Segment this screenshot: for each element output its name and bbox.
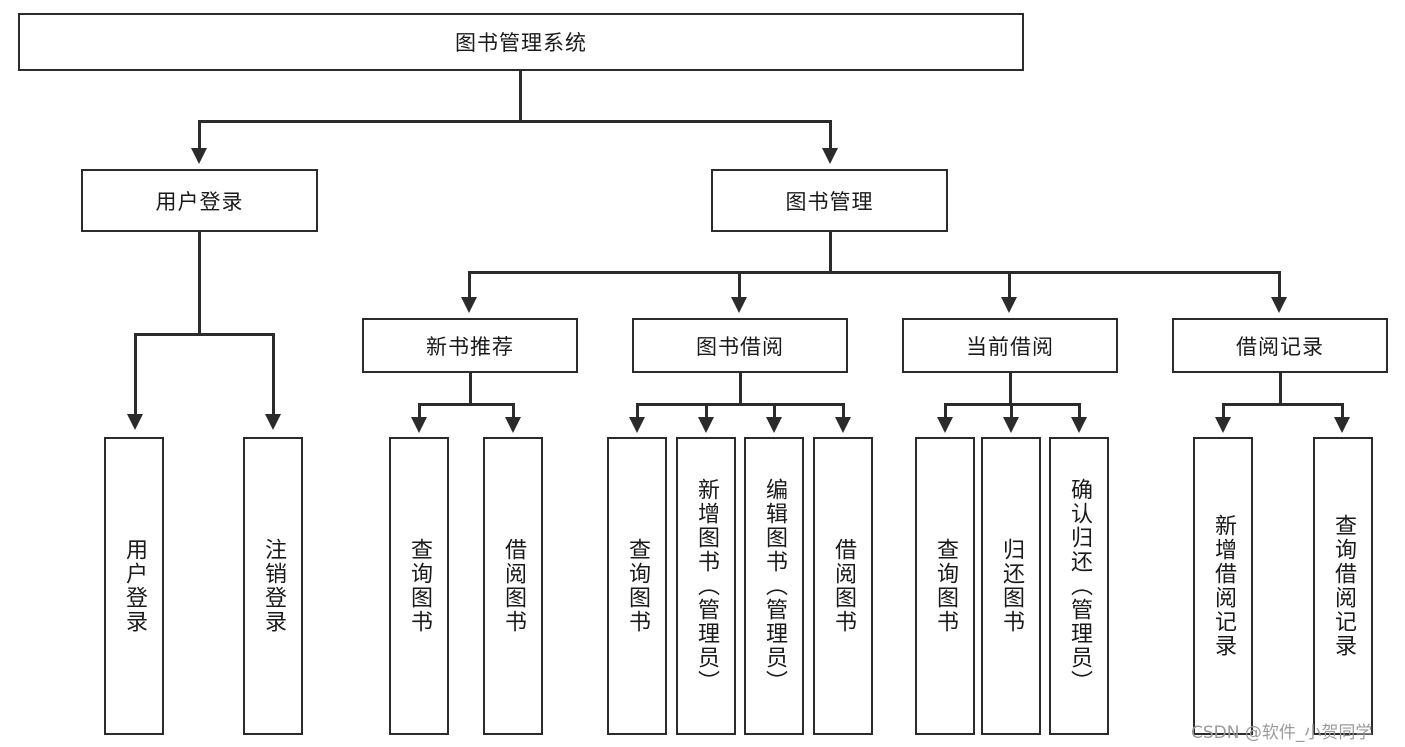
connector-to-borrow-record bbox=[1278, 271, 1281, 299]
node-label: 注销登录 bbox=[261, 538, 286, 634]
arrow-current-borrow-leaf-3 bbox=[1071, 417, 1087, 433]
node-current-borrow[interactable]: 当前借阅 bbox=[902, 318, 1118, 373]
connector-user-login-bar bbox=[134, 333, 274, 336]
connector-to-new-book bbox=[468, 271, 471, 299]
connector-borrow-record-stem bbox=[1279, 373, 1282, 405]
node-label: 查询图书 bbox=[933, 538, 958, 634]
connector-root-stem bbox=[519, 71, 522, 121]
arrow-to-leaf-logout bbox=[265, 414, 281, 430]
node-label: 用户登录 bbox=[122, 538, 147, 634]
arrow-to-borrow-record bbox=[1271, 297, 1287, 313]
connector-user-login-stem bbox=[198, 232, 201, 335]
arrow-new-book-leaf-2 bbox=[505, 417, 521, 433]
arrow-book-borrow-leaf-2 bbox=[698, 417, 714, 433]
connector-borrow-record-drop-1 bbox=[1222, 403, 1225, 418]
arrow-to-current-borrow bbox=[1001, 297, 1017, 313]
connector-root-bar bbox=[198, 120, 831, 123]
arrow-to-user-login bbox=[191, 148, 207, 164]
node-label: 图书借阅 bbox=[696, 334, 784, 359]
node-borrow-record[interactable]: 借阅记录 bbox=[1172, 318, 1388, 373]
arrow-current-borrow-leaf-1 bbox=[937, 417, 953, 433]
connector-root-to-user-login bbox=[198, 120, 201, 150]
node-label: 确认归还（管理员） bbox=[1067, 478, 1092, 694]
leaf-borrow-record-add-record[interactable]: 新增借阅记录 bbox=[1193, 437, 1253, 735]
connector-current-borrow-drop-2 bbox=[1010, 403, 1013, 418]
arrow-borrow-record-leaf-2 bbox=[1334, 417, 1350, 433]
node-label: 图书管理系统 bbox=[455, 31, 587, 55]
connector-new-book-bar bbox=[418, 403, 513, 406]
leaf-logout[interactable]: 注销登录 bbox=[243, 437, 303, 735]
node-label: 用户登录 bbox=[155, 189, 244, 214]
csdn-watermark: CSDN @软件_小贺同学 bbox=[1191, 723, 1373, 743]
connector-book-borrow-drop-3 bbox=[773, 403, 776, 418]
node-label: 借阅图书 bbox=[501, 538, 526, 634]
node-label: 图书管理 bbox=[785, 189, 874, 214]
node-book-management[interactable]: 图书管理 bbox=[711, 169, 948, 232]
node-label: 归还图书 bbox=[999, 538, 1024, 634]
connector-book-borrow-drop-2 bbox=[705, 403, 708, 418]
leaf-book-borrow-add-book[interactable]: 新增图书（管理员） bbox=[676, 437, 736, 735]
connector-new-book-drop-2 bbox=[512, 403, 515, 418]
arrow-to-book-borrow bbox=[731, 297, 747, 313]
arrow-book-borrow-leaf-1 bbox=[629, 417, 645, 433]
node-label: 新书推荐 bbox=[426, 334, 514, 359]
arrow-current-borrow-leaf-2 bbox=[1003, 417, 1019, 433]
node-label: 查询图书 bbox=[407, 538, 432, 634]
arrow-borrow-record-leaf-1 bbox=[1215, 417, 1231, 433]
connector-current-borrow-drop-1 bbox=[944, 403, 947, 418]
node-user-login[interactable]: 用户登录 bbox=[81, 169, 318, 232]
connector-book-manage-stem bbox=[829, 232, 832, 273]
arrow-to-book-manage bbox=[822, 148, 838, 164]
node-root-system[interactable]: 图书管理系统 bbox=[18, 13, 1024, 71]
leaf-book-borrow-borrow-book[interactable]: 借阅图书 bbox=[813, 437, 873, 735]
leaf-current-borrow-confirm-return[interactable]: 确认归还（管理员） bbox=[1049, 437, 1109, 735]
leaf-current-borrow-query-book[interactable]: 查询图书 bbox=[915, 437, 975, 735]
arrow-new-book-leaf-1 bbox=[411, 417, 427, 433]
connector-borrow-record-drop-2 bbox=[1341, 403, 1344, 418]
arrow-to-new-book bbox=[461, 297, 477, 313]
connector-book-manage-bar bbox=[468, 271, 1280, 274]
leaf-new-book-query-book[interactable]: 查询图书 bbox=[389, 437, 449, 735]
node-label: 借阅记录 bbox=[1236, 334, 1324, 359]
connector-current-borrow-drop-3 bbox=[1078, 403, 1081, 418]
connector-user-login-drop-2 bbox=[272, 333, 275, 416]
leaf-new-book-borrow-book[interactable]: 借阅图书 bbox=[483, 437, 543, 735]
leaf-user-login[interactable]: 用户登录 bbox=[104, 437, 164, 735]
leaf-book-borrow-query-book[interactable]: 查询图书 bbox=[607, 437, 667, 735]
arrow-to-leaf-user-login bbox=[127, 414, 143, 430]
leaf-current-borrow-return-book[interactable]: 归还图书 bbox=[981, 437, 1041, 735]
connector-root-to-book-manage bbox=[829, 120, 832, 150]
leaf-borrow-record-query-record[interactable]: 查询借阅记录 bbox=[1313, 437, 1373, 735]
connector-current-borrow-stem bbox=[1009, 373, 1012, 405]
node-book-borrow[interactable]: 图书借阅 bbox=[632, 318, 848, 373]
node-label: 编辑图书（管理员） bbox=[762, 478, 787, 694]
node-label: 查询借阅记录 bbox=[1331, 514, 1356, 658]
connector-user-login-drop-1 bbox=[134, 333, 137, 416]
node-label: 借阅图书 bbox=[831, 538, 856, 634]
node-label: 查询图书 bbox=[625, 538, 650, 634]
node-new-book-recommend[interactable]: 新书推荐 bbox=[362, 318, 578, 373]
connector-to-current-borrow bbox=[1008, 271, 1011, 299]
connector-to-book-borrow bbox=[738, 271, 741, 299]
connector-book-borrow-bar bbox=[636, 403, 844, 406]
connector-new-book-drop-1 bbox=[418, 403, 421, 418]
node-label: 新增借阅记录 bbox=[1211, 514, 1236, 658]
node-label: 新增图书（管理员） bbox=[694, 478, 719, 694]
connector-borrow-record-bar bbox=[1222, 403, 1342, 406]
connector-book-borrow-stem bbox=[739, 373, 742, 405]
node-label: 当前借阅 bbox=[966, 334, 1054, 359]
arrow-book-borrow-leaf-4 bbox=[835, 417, 851, 433]
connector-book-borrow-drop-4 bbox=[842, 403, 845, 418]
leaf-book-borrow-edit-book[interactable]: 编辑图书（管理员） bbox=[744, 437, 804, 735]
arrow-book-borrow-leaf-3 bbox=[766, 417, 782, 433]
connector-book-borrow-drop-1 bbox=[636, 403, 639, 418]
connector-new-book-stem bbox=[469, 373, 472, 405]
